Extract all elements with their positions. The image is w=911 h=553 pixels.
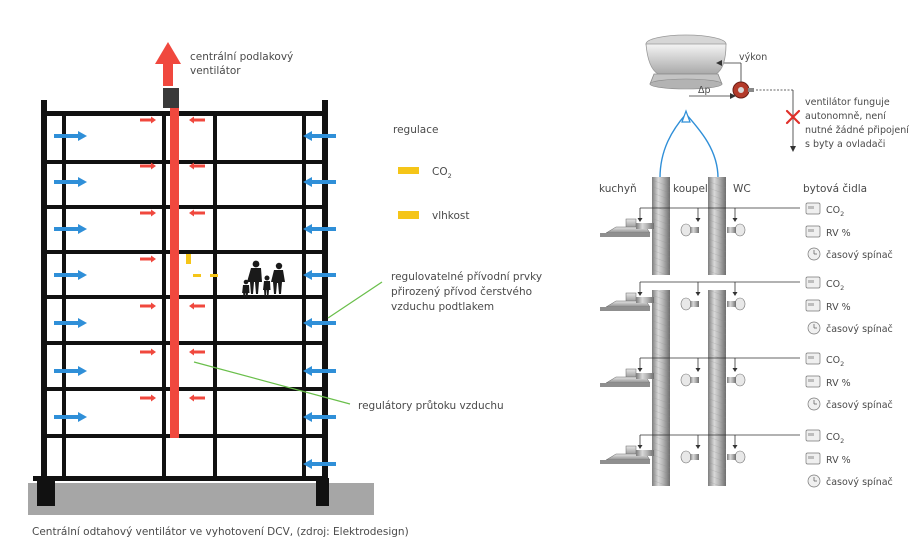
supply-arrows-left: [54, 131, 87, 422]
exhaust-valve-icon: [734, 450, 746, 464]
humidity-sensor-marker-2: [210, 274, 218, 277]
figure-caption: Centrální odtahový ventilátor ve vyhotov…: [32, 526, 409, 538]
pressure-label: Δp: [698, 85, 711, 96]
sensor-rh-label: RV %: [826, 378, 851, 389]
legend-co2-swatch: [398, 167, 419, 174]
family-silhouette-icon: [242, 260, 285, 297]
fan-label-line2: ventilátor: [190, 65, 241, 77]
sensor-timer-label: časový spínač: [826, 400, 893, 411]
cross-icon: [785, 109, 801, 125]
sensor-co2-label: CO2: [826, 279, 844, 292]
collector-line-right: [685, 113, 719, 179]
exhaust-valve-icon: [680, 223, 692, 237]
exhaust-regulator-arrows: [140, 116, 205, 402]
exhaust-valve-icon: [734, 223, 746, 237]
exhaust-valve-icon: [680, 373, 692, 387]
connection-arrow-head: [790, 146, 796, 152]
sensor-timer-label: časový spínač: [826, 477, 893, 488]
exhaust-arrow-head: [155, 42, 181, 64]
sensor-timer-label: časový spínač: [826, 250, 893, 261]
sensor-rh-label: RV %: [826, 455, 851, 466]
inlet-label-line1: regulovatelné přívodní prvky: [391, 271, 542, 283]
legend-humidity-label: vlhkost: [432, 210, 470, 222]
exhaust-shaft: [170, 108, 179, 438]
sensor-co2-label: CO2: [826, 355, 844, 368]
pressure-arrow-head: [730, 93, 736, 99]
sensor-co2-label: CO2: [826, 432, 844, 445]
sensor-co2-label: CO2: [826, 205, 844, 218]
col-sensors-label: bytová čidla: [803, 183, 867, 195]
exhaust-arrow-shaft: [163, 62, 173, 86]
supply-arrows-right: [303, 131, 336, 469]
outer-wall-right: [322, 100, 328, 480]
roof-fan-box: [163, 88, 179, 108]
pressure-controller-icon: [732, 81, 754, 99]
roof-fan: [645, 34, 727, 90]
co2-sensor-marker: [186, 254, 191, 264]
apartment-level: CO2 RV % časový spínač: [600, 429, 893, 488]
power-label: výkon: [739, 52, 767, 63]
foundation-left: [37, 478, 55, 506]
fan-label-line1: centrální podlakový: [190, 51, 293, 63]
inlet-leader-line: [327, 281, 383, 319]
col-kitchen-label: kuchyň: [599, 183, 637, 195]
duct-bottom-segment: [652, 290, 726, 486]
exhaust-valve-icon: [680, 450, 692, 464]
outer-wall-left: [41, 100, 47, 480]
sensor-timer-label: časový spínač: [826, 324, 893, 335]
exhaust-valve-icon: [734, 373, 746, 387]
flow-regulator-label: regulátory průtoku vzduchu: [358, 400, 504, 412]
note-line1: ventilátor funguje: [805, 97, 890, 108]
regulator-leader-line: [193, 361, 351, 405]
floor-slabs: [33, 111, 328, 481]
legend-humidity-swatch: [398, 211, 419, 219]
sensor-rh-label: RV %: [826, 302, 851, 313]
collector-arrow-head: [681, 109, 691, 123]
power-arrow-head: [716, 60, 722, 66]
building-section: [28, 42, 374, 515]
sensor-rh-label: RV %: [826, 228, 851, 239]
duct-top-segment: [652, 177, 726, 275]
foundation-right: [316, 478, 329, 506]
humidity-sensor-marker-1: [193, 274, 201, 277]
legend-co2-label: CO2: [432, 166, 452, 180]
exhaust-valve-icon: [734, 297, 746, 311]
note-line3: nutné žádné připojení: [805, 125, 909, 136]
apartment-level: CO2 RV % časový spínač: [600, 352, 893, 411]
inlet-label-line2: přirozený přívod čerstvého: [391, 286, 532, 298]
note-line4: s byty a ovladači: [805, 139, 885, 150]
collector-line-left: [659, 113, 687, 179]
regulation-title: regulace: [393, 124, 438, 136]
col-wc-label: WC: [733, 183, 751, 195]
note-line2: autonomně, není: [805, 111, 886, 122]
inlet-label-line3: vzduchu podtlakem: [391, 301, 494, 313]
apartment-level: CO2 RV % časový spínač: [600, 202, 893, 261]
exhaust-valve-icon: [680, 297, 692, 311]
apartment-level: CO2 RV % časový spínač: [600, 276, 893, 335]
